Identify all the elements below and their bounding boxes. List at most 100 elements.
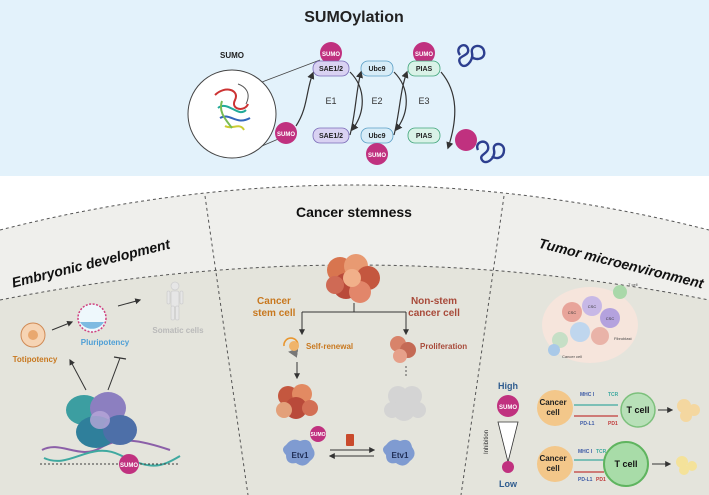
dna-strand-teal: [43, 449, 181, 467]
tme-panel: CSC CSC CSC T cell Fibroblast Cancer cel…: [484, 282, 700, 489]
arrow-toti-to-pluri: [51, 320, 74, 331]
e1-label: E1: [325, 96, 336, 106]
arrow-chromatin-promotes: [69, 358, 87, 391]
arrow-e1-to-e2: [349, 70, 363, 136]
sumo-molecule-e3-top: [413, 42, 435, 64]
etv1-label-left: Etv1: [292, 451, 309, 460]
t-cell-bottom: [603, 441, 649, 487]
human-body-icon: [166, 281, 184, 321]
sae-enzyme-bottom: [312, 127, 350, 144]
pias-label: PIAS: [416, 133, 433, 140]
arrow-e3-down: [440, 71, 456, 150]
tumor-cluster-icon: [326, 254, 380, 303]
self-renewal-icon: [283, 337, 299, 358]
sumo-molecule-stemness: [310, 426, 326, 442]
sae-label: SAE1/2: [319, 133, 343, 140]
dying-tumor-icon-top: [677, 399, 700, 422]
divider-right: [460, 195, 505, 495]
tcell-small-label: T cell: [628, 282, 638, 287]
csc-label-line2: stem cell: [253, 308, 296, 319]
csc-tumor-icon: [276, 384, 318, 419]
etv1-protein-left: [283, 439, 315, 466]
sumo-molecule-high: [497, 395, 519, 417]
inhibition-label: Inhibition: [484, 430, 490, 454]
cancer-cell-small-label: Cancer cell: [562, 354, 582, 359]
totipotency-label: Totipotency: [13, 355, 58, 364]
bottom-inner-band: [0, 265, 709, 495]
sae-enzyme-top: [312, 60, 350, 77]
sumo-label: SUMO: [311, 432, 326, 438]
top-title: SUMOylation: [304, 9, 404, 26]
sumo-molecule-e2-bottom: [366, 143, 388, 165]
nonstem-label-line1: Non-stem: [411, 296, 457, 307]
enzyme-icon: [346, 434, 354, 446]
dying-tumor-icon-bottom: [676, 456, 697, 475]
pdl1-label: PD-L1: [580, 421, 595, 427]
pias-enzyme-top: [407, 60, 441, 77]
gradient-triangle: [497, 421, 519, 463]
cancer-cell-top: [537, 390, 573, 426]
csc-cell-label: CSC: [606, 316, 615, 321]
sumo-label: SUMO: [120, 463, 138, 469]
low-label: Low: [499, 479, 518, 489]
divider-left: [204, 195, 249, 495]
mhc-label: MHC I: [578, 449, 593, 455]
pluripotency-label: Pluripotency: [81, 338, 130, 347]
nucleosome-cluster-icon: [66, 392, 137, 448]
sumo-label: SUMO: [322, 52, 340, 58]
tcr-label: TCR: [596, 449, 607, 455]
sumo-structure-label: SUMO: [220, 51, 244, 60]
sumo-molecule-embryonic: [119, 454, 139, 474]
pd1-label: PD1: [608, 421, 618, 427]
sumo-protein-structure-icon: [214, 83, 251, 131]
panel-title-stemness: Cancer stemness: [296, 204, 412, 220]
t-cell-label: T cell: [626, 405, 649, 415]
tme-cells-icon: [548, 285, 627, 356]
substrate-protein-icon-top: [457, 44, 486, 68]
sumo-molecule-e1-top: [320, 42, 342, 64]
cancer-cell-label-line2: cell: [546, 408, 559, 417]
sumo-label: SUMO: [368, 153, 386, 159]
sae-label: SAE1/2: [319, 66, 343, 73]
sumo-structure-circle: [187, 69, 277, 159]
sumo-molecule-substrate: [455, 129, 477, 151]
ubc9-label: Ubc9: [368, 133, 385, 140]
cancer-cell-bottom: [537, 446, 573, 482]
pd1-label: PD1: [596, 477, 606, 483]
dna-strand-purple: [41, 439, 171, 453]
top-background: [0, 0, 709, 176]
nonstem-faded-tumor-icon: [384, 386, 426, 421]
t-cell-top: [620, 392, 656, 428]
arrow-e2-down: [393, 71, 407, 132]
mhc-label: MHC I: [580, 392, 595, 398]
totipotent-nucleus: [28, 330, 38, 340]
pias-label: PIAS: [416, 66, 433, 73]
proliferating-cells-icon: [390, 336, 416, 363]
pias-enzyme-bottom: [407, 127, 441, 144]
etv1-label-right: Etv1: [392, 451, 409, 460]
ubc9-label: Ubc9: [368, 66, 385, 73]
sumo-label: SUMO: [277, 132, 295, 138]
sumo-label: SUMO: [499, 405, 517, 411]
arrow-pluri-to-somatic: [117, 298, 142, 307]
t-cell-label: T cell: [614, 459, 637, 469]
blastocyst-inner-mass: [80, 322, 104, 329]
zoom-line-top: [261, 59, 321, 83]
sumo-molecule-left: [275, 122, 297, 144]
cancer-cell-label-line2: cell: [546, 464, 559, 473]
proliferation-label: Proliferation: [420, 342, 467, 351]
tcr-label: TCR: [608, 392, 619, 398]
stemness-panel: Cancer stem cell Non-stem cancer cell Se…: [253, 254, 467, 466]
csc-cell-label: CSC: [588, 304, 597, 309]
self-renewal-label: Self-renewal: [306, 342, 353, 351]
inhibit-bar: [113, 356, 127, 360]
high-label: High: [498, 381, 518, 391]
arc-outer-border: [0, 184, 709, 231]
self-renewal-cell: [289, 341, 299, 351]
inhibit-line: [107, 357, 121, 391]
cancer-cell-label-line1: Cancer: [539, 398, 566, 407]
csc-cell-label: CSC: [568, 310, 577, 315]
sumo-label: SUMO: [415, 52, 433, 58]
